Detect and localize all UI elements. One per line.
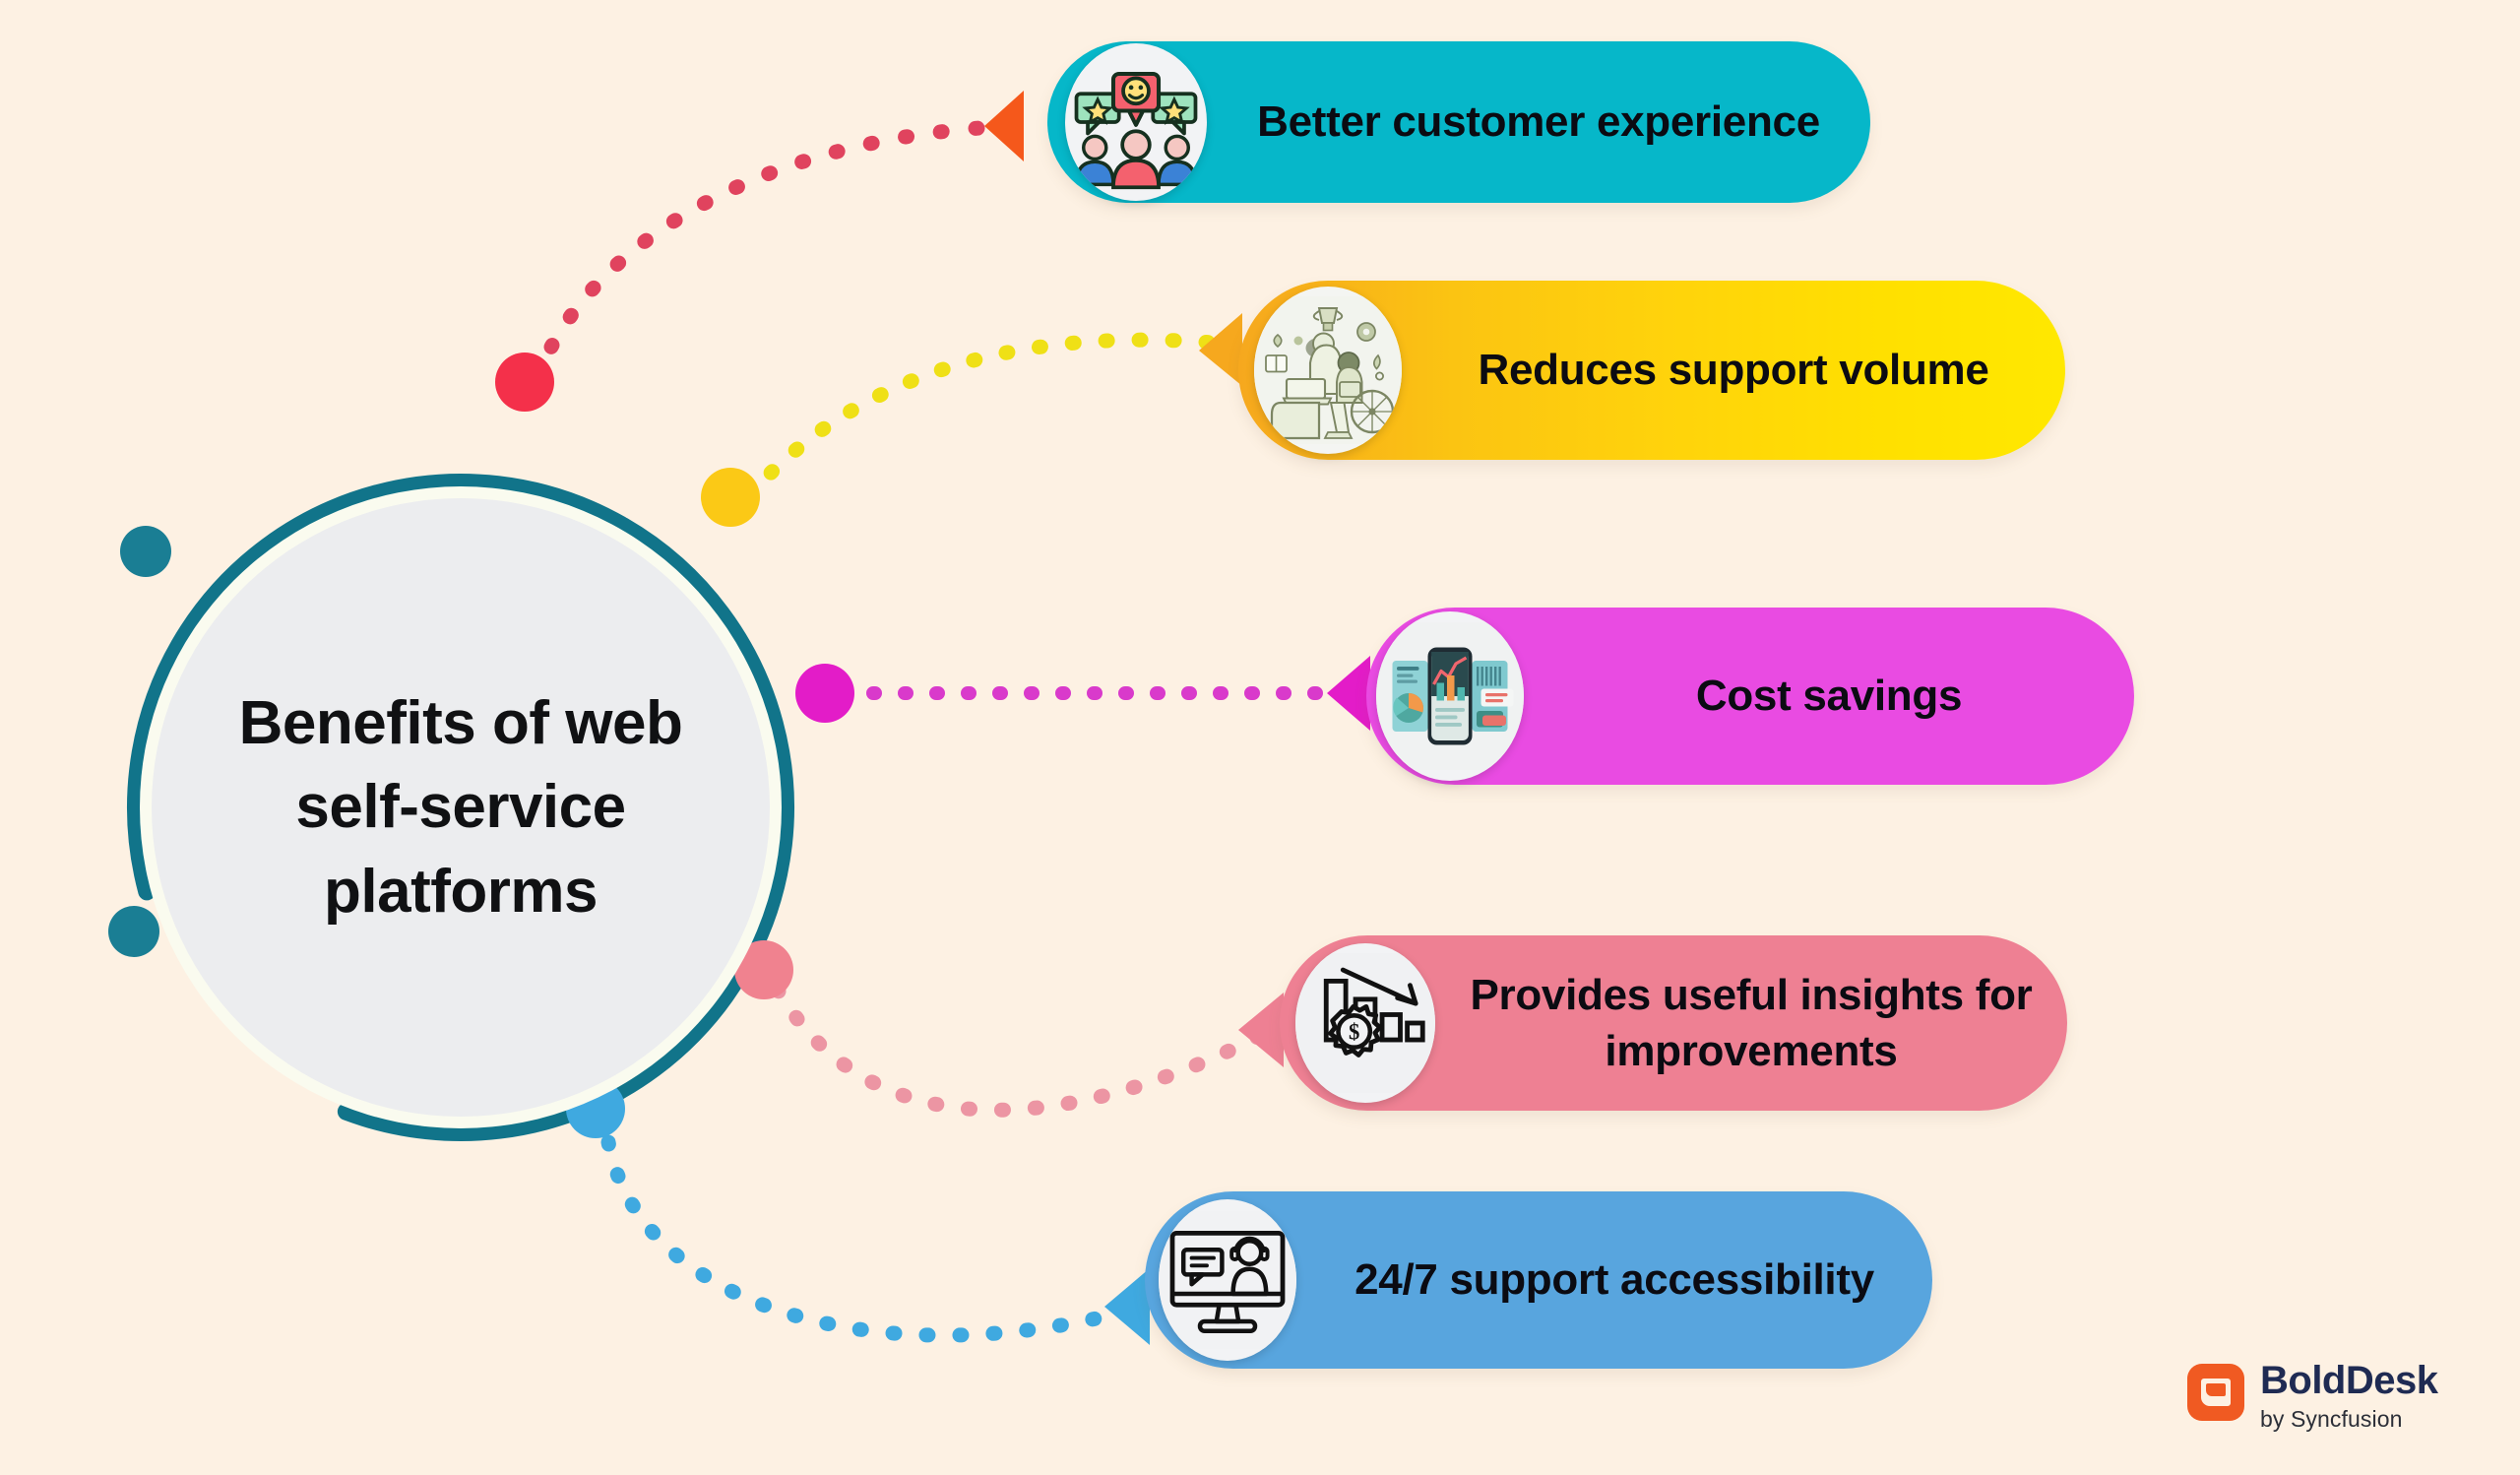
benefit-card-label: Cost savings bbox=[1695, 672, 1963, 721]
self-service-desk-icon bbox=[1254, 287, 1402, 454]
svg-text:$: $ bbox=[1349, 1019, 1359, 1044]
analytics-dashboard-icon bbox=[1376, 611, 1524, 781]
pointer-card-1 bbox=[984, 91, 1024, 161]
pointer-card-4 bbox=[1238, 993, 1284, 1067]
benefit-card-label: Reduces support volume bbox=[1478, 346, 1989, 395]
connector-card-5 bbox=[600, 1134, 1148, 1343]
benefit-card-better-customer-experience[interactable]: Better customer experience bbox=[1047, 41, 1870, 203]
pointer-card-3 bbox=[1327, 656, 1370, 731]
benefit-card-247-support-accessibility[interactable]: 24/7 support accessibility bbox=[1145, 1191, 1932, 1369]
connector-card-4 bbox=[770, 982, 1276, 1118]
bolddesk-mark-icon bbox=[2187, 1364, 2244, 1421]
brand-name: BoldDesk bbox=[2260, 1359, 2438, 1402]
benefit-card-cost-savings[interactable]: Cost savings bbox=[1366, 608, 2134, 785]
bolddesk-mark-inner bbox=[2201, 1379, 2231, 1406]
benefit-card-label: Provides useful insights for improvement… bbox=[1470, 970, 2033, 1075]
pointer-card-2 bbox=[1199, 313, 1242, 386]
cost-analysis-gear-icon: $ bbox=[1295, 943, 1435, 1103]
pointer-card-5 bbox=[1104, 1268, 1150, 1345]
benefit-card-label: Better customer experience bbox=[1257, 97, 1820, 147]
page-title: Benefits of web self-service platforms bbox=[238, 688, 683, 926]
node-red bbox=[495, 353, 554, 412]
connector-card-1 bbox=[529, 118, 1027, 387]
brand-logo[interactable]: BoldDesk by Syncfusion bbox=[2187, 1361, 2438, 1431]
connector-card-2 bbox=[740, 332, 1221, 505]
benefit-card-label: 24/7 support accessibility bbox=[1354, 1255, 1874, 1305]
customer-feedback-icon bbox=[1065, 43, 1207, 201]
brand-tagline: by Syncfusion bbox=[2260, 1406, 2403, 1432]
benefit-card-reduces-support-volume[interactable]: Reduces support volume bbox=[1238, 281, 2065, 460]
central-hub: Benefits of web self-service platforms bbox=[116, 463, 805, 1152]
benefit-card-provides-useful-insights[interactable]: $ Provides useful insights for improveme… bbox=[1280, 935, 2067, 1111]
hub-disc bbox=[152, 498, 770, 1117]
support-monitor-icon bbox=[1159, 1199, 1296, 1361]
brand-logo-text: BoldDesk by Syncfusion bbox=[2260, 1361, 2438, 1431]
